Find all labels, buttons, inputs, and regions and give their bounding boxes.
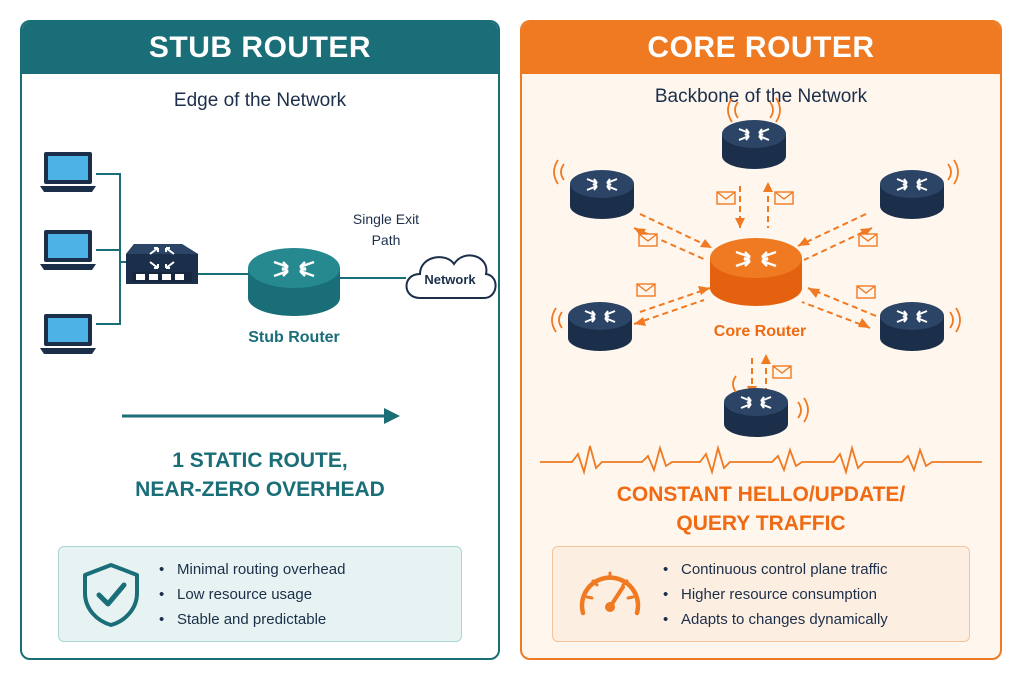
core-router-title: CORE ROUTER — [522, 22, 1000, 74]
core-headline-line2: QUERY TRAFFIC — [676, 512, 846, 535]
exit-path-label-line1: Single Exit — [353, 211, 419, 227]
shield-check-icon — [83, 563, 139, 627]
router-icon — [723, 387, 789, 438]
core-router-subtitle: Backbone of the Network — [654, 86, 868, 107]
core-headline-line1: CONSTANT HELLO/UPDATE/ — [616, 483, 906, 506]
router-icon — [721, 119, 787, 170]
stub-router-title: STUB ROUTER — [22, 22, 498, 74]
direction-arrow — [122, 408, 400, 424]
laptop-icon — [40, 152, 96, 192]
stub-benefits-box: Minimal routing overhead Low resource us… — [58, 546, 462, 642]
core-router-panel: CORE ROUTER Backbone of the Network — [520, 20, 1002, 660]
router-icon — [879, 301, 945, 352]
list-item: Low resource usage — [159, 582, 345, 607]
exit-path-label-line2: Path — [372, 232, 401, 248]
router-icon — [569, 169, 635, 220]
gauge-icon — [579, 571, 641, 616]
stub-router-panel: STUB ROUTER Edge of the Network — [20, 20, 500, 660]
core-tradeoffs-list: Continuous control plane traffic Higher … — [663, 557, 888, 632]
stub-headline: 1 STATIC ROUTE, NEAR-ZERO OVERHEAD — [22, 446, 498, 504]
traffic-pulse-line — [540, 444, 982, 476]
switch-icon — [126, 244, 198, 284]
router-icon — [879, 169, 945, 220]
laptop-icon — [40, 314, 96, 354]
stub-router-icon — [248, 248, 340, 316]
router-icon — [567, 301, 633, 352]
stub-network-diagram: Stub Router Single Exit Path Network — [40, 152, 497, 424]
cloud-label: Network — [424, 272, 476, 287]
list-item: Stable and predictable — [159, 607, 345, 632]
stub-headline-line2: NEAR-ZERO OVERHEAD — [135, 478, 385, 501]
stub-benefits-list: Minimal routing overhead Low resource us… — [159, 557, 345, 632]
core-network-diagram: Core Router — [540, 97, 982, 476]
list-item: Continuous control plane traffic — [663, 557, 888, 582]
core-headline: CONSTANT HELLO/UPDATE/ QUERY TRAFFIC — [522, 480, 1000, 538]
laptop-icon — [40, 230, 96, 270]
stub-headline-line1: 1 STATIC ROUTE, — [172, 449, 348, 472]
stub-router-subtitle: Edge of the Network — [173, 90, 347, 111]
core-router-label: Core Router — [714, 323, 806, 340]
core-router-icon — [710, 238, 802, 306]
signal-wave-icon — [551, 97, 961, 423]
cloud-icon — [405, 254, 497, 299]
list-item: Higher resource consumption — [663, 582, 888, 607]
list-item: Adapts to changes dynamically — [663, 607, 888, 632]
list-item: Minimal routing overhead — [159, 557, 345, 582]
stub-router-label: Stub Router — [248, 329, 340, 346]
laptop-links — [96, 173, 130, 325]
core-tradeoffs-box: Continuous control plane traffic Higher … — [552, 546, 970, 642]
